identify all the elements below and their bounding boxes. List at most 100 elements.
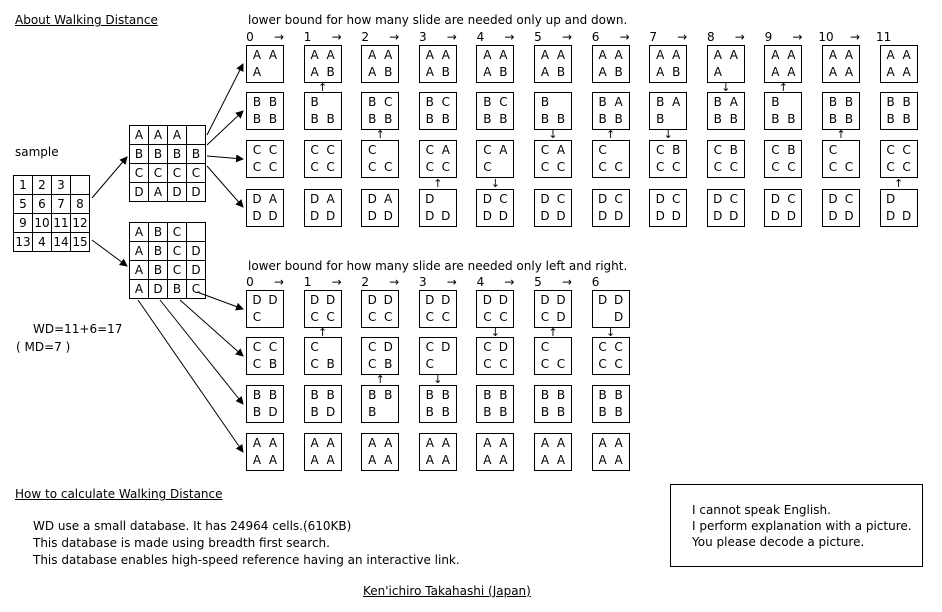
updown-box-cell: C xyxy=(614,192,623,206)
updown-box-cell: A xyxy=(499,48,508,62)
updown-box-cell: C xyxy=(252,160,262,174)
leftright-box-cell: D xyxy=(268,293,278,307)
updown-box-cell: C xyxy=(844,160,854,174)
updown-box-cell: B xyxy=(252,112,262,126)
updown-box-cell: C xyxy=(713,160,722,174)
updown-box-cell: C xyxy=(787,192,796,206)
updown-move-up-arrow: ↑ xyxy=(836,128,846,141)
updown-box-cell: B xyxy=(729,112,738,126)
leftright-box-cell: A xyxy=(368,453,377,467)
leftright-box-cell: B xyxy=(614,405,623,419)
leftright-box-cell: C xyxy=(556,357,566,371)
updown-caption: lower bound for how many slide are neede… xyxy=(248,13,628,27)
leftright-box-cell: A xyxy=(614,453,623,467)
updown-box-cell: C xyxy=(787,160,796,174)
leftright-step-arrow: → xyxy=(331,275,342,289)
updown-box-cell: C xyxy=(828,160,838,174)
updown-move-up-arrow: ↑ xyxy=(317,81,328,94)
updown-box-cell: B xyxy=(886,112,895,126)
updown-box-cell: B xyxy=(252,95,262,109)
updown-box-cell: C xyxy=(252,143,262,157)
updown-move-up-arrow: ↑ xyxy=(778,81,788,94)
updown-box-cell: C xyxy=(441,160,450,174)
updown-box-cell: C xyxy=(771,160,780,174)
md-formula: ( MD=7 ) xyxy=(16,340,71,354)
updown-move-down-arrow: ↓ xyxy=(663,128,673,141)
updown-box-cell: A xyxy=(252,65,262,79)
leftright-step-label: 6 xyxy=(591,275,600,289)
updown-box-cell: A xyxy=(425,65,434,79)
leftright-box-cell: A xyxy=(556,453,566,467)
leftright-box-cell: B xyxy=(384,388,393,402)
updown-box-cell: A xyxy=(368,65,377,79)
updown-box-cell: B xyxy=(499,65,508,79)
updown-box-cell: D xyxy=(729,209,739,223)
leftright-box-cell: C xyxy=(598,340,607,354)
leftright-box-cell: A xyxy=(368,436,377,450)
leftright-box-cell: C xyxy=(540,310,550,324)
updown-step-arrow: → xyxy=(792,30,803,44)
leftright-box-cell: B xyxy=(556,405,566,419)
updown-box-cell: C xyxy=(310,143,319,157)
leftright-box-cell: A xyxy=(483,453,492,467)
leftright-box-cell: A xyxy=(268,453,278,467)
updown-box-cell: B xyxy=(310,95,319,109)
leftright-move-up-arrow: ↑ xyxy=(317,326,328,339)
updown-box-cell: D xyxy=(367,192,377,206)
updown-step-label: 7 xyxy=(649,30,657,44)
updown-box-cell: A xyxy=(556,48,566,62)
sample-label: sample xyxy=(15,145,59,159)
updown-box-cell: C xyxy=(671,192,681,206)
leftright-box-cell: A xyxy=(384,453,393,467)
updown-box-cell: B xyxy=(844,95,854,109)
leftright-box-cell: C xyxy=(252,310,262,324)
updown-box-cell: C xyxy=(886,160,895,174)
updown-step-arrow: → xyxy=(619,30,630,44)
author-credit: Ken'ichiro Takahashi (Japan) xyxy=(363,584,531,598)
updown-step-label: 1 xyxy=(303,30,312,44)
leftright-box-cell: B xyxy=(368,388,377,402)
leftright-box-cell: B xyxy=(483,388,492,402)
note-line-1: I cannot speak English. xyxy=(692,503,831,517)
updown-box-cell: D xyxy=(885,192,896,206)
updown-box-cell: C xyxy=(655,160,665,174)
leftright-box-cell: C xyxy=(614,340,623,354)
sample-cell: 15 xyxy=(70,232,90,252)
updown-move-down-arrow: ↓ xyxy=(721,81,731,94)
sample-to-row-grid-arrow xyxy=(91,156,128,199)
updown-box-cell: D xyxy=(498,209,509,223)
leftright-box-cell: D xyxy=(383,293,393,307)
leftright-box-cell: B xyxy=(540,405,550,419)
row-grid-arrow-4 xyxy=(206,165,244,208)
updown-box-cell: B xyxy=(368,112,377,126)
updown-step-arrow: → xyxy=(389,30,400,44)
leftright-box-cell: B xyxy=(326,357,335,371)
updown-box-cell: A xyxy=(598,65,607,79)
leftright-box-cell: C xyxy=(614,357,623,371)
updown-box-cell: A xyxy=(902,65,911,79)
updown-box-cell: A xyxy=(614,48,623,62)
updown-box-cell: D xyxy=(268,209,278,223)
updown-box-cell: A xyxy=(499,143,508,157)
leftright-box-cell: D xyxy=(482,293,493,307)
updown-step-arrow: → xyxy=(331,30,342,44)
leftright-move-down-arrow: ↓ xyxy=(433,373,443,386)
leftright-box-cell: B xyxy=(614,388,623,402)
updown-step-label: 10 xyxy=(818,30,834,44)
leftright-step-label: 1 xyxy=(303,275,312,289)
